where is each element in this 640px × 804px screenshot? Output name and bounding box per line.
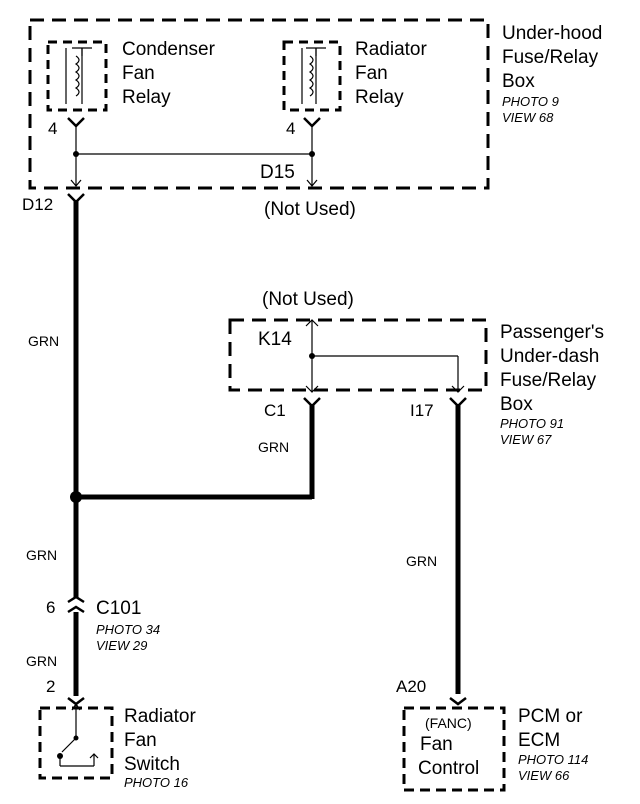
passenger-box-name-4: Box: [500, 394, 533, 415]
radiator-relay-label-3: Relay: [355, 87, 404, 108]
pcm-photo: PHOTO 114: [518, 752, 588, 767]
wire-label-3: GRN: [26, 547, 57, 563]
switch-contact-symbol: [57, 702, 99, 767]
pcm-name-1: PCM or: [518, 706, 583, 727]
wire-label-5: GRN: [406, 553, 437, 569]
pcm-name-2: ECM: [518, 730, 560, 751]
condenser-relay-label-2: Fan: [122, 63, 155, 84]
wire-label-4: GRN: [26, 653, 57, 669]
condenser-relay-label-1: Condenser: [122, 39, 216, 60]
pcm-box-outline: [402, 706, 506, 792]
switch-label-3: Switch: [124, 754, 180, 775]
passenger-box-photo: PHOTO 91: [500, 416, 564, 431]
d15-not-used-note: (Not Used): [264, 199, 356, 220]
wire-label-1: GRN: [28, 333, 59, 349]
radiator-relay-pin: 4: [286, 119, 295, 138]
pcm-code: (FANC): [425, 715, 472, 731]
switch-label-1: Radiator: [124, 706, 196, 727]
condenser-relay-label-3: Relay: [122, 87, 171, 108]
condenser-fan-relay-symbol: [46, 40, 108, 112]
passenger-box-outline: [228, 318, 488, 392]
switch-label-2: Fan: [124, 730, 157, 751]
underhood-box-name-2: Fuse/Relay: [502, 47, 599, 68]
passenger-box-view: VIEW 67: [500, 432, 552, 447]
c101-photo: PHOTO 34: [96, 622, 160, 637]
pcm-view: VIEW 66: [518, 768, 570, 783]
terminal-i17-label: I17: [410, 401, 434, 420]
terminal-c1-label: C1: [264, 401, 286, 420]
underhood-internal-wiring: [70, 126, 318, 187]
pcm-function-1: Fan: [420, 734, 453, 755]
condenser-pin-connector: [67, 117, 85, 128]
passenger-box-name-2: Under-dash: [500, 346, 599, 367]
passenger-internal-wiring: [305, 319, 465, 393]
c101-view: VIEW 29: [96, 638, 147, 653]
passenger-box-name-1: Passenger's: [500, 322, 604, 343]
terminal-d15-label: D15: [260, 162, 295, 183]
c101-connector-symbol: [67, 595, 85, 614]
terminal-d12-label: D12: [22, 195, 53, 214]
underhood-box-name-1: Under-hood: [502, 23, 602, 44]
switch-pin: 2: [46, 677, 55, 696]
c101-label: C101: [96, 598, 141, 619]
radiator-relay-label-1: Radiator: [355, 39, 427, 60]
pcm-pin: A20: [396, 677, 426, 696]
passenger-box-name-3: Fuse/Relay: [500, 370, 597, 391]
c101-pin: 6: [46, 598, 55, 617]
k14-not-used-note: (Not Used): [262, 289, 354, 310]
radiator-relay-label-2: Fan: [355, 63, 388, 84]
underhood-box-view: VIEW 68: [502, 110, 554, 125]
underhood-box-name-3: Box: [502, 71, 535, 92]
wire-label-2: GRN: [258, 439, 289, 455]
pcm-pin-connector: [449, 697, 467, 706]
radiator-fan-relay-symbol: [282, 40, 342, 112]
condenser-relay-pin: 4: [48, 119, 57, 138]
radiator-pin-connector: [303, 117, 321, 128]
underhood-box-photo: PHOTO 9: [502, 94, 559, 109]
underhood-box-outline: [28, 18, 490, 190]
pcm-function-2: Control: [418, 758, 479, 779]
switch-photo: PHOTO 16: [124, 775, 189, 790]
terminal-k14-label: K14: [258, 329, 292, 350]
